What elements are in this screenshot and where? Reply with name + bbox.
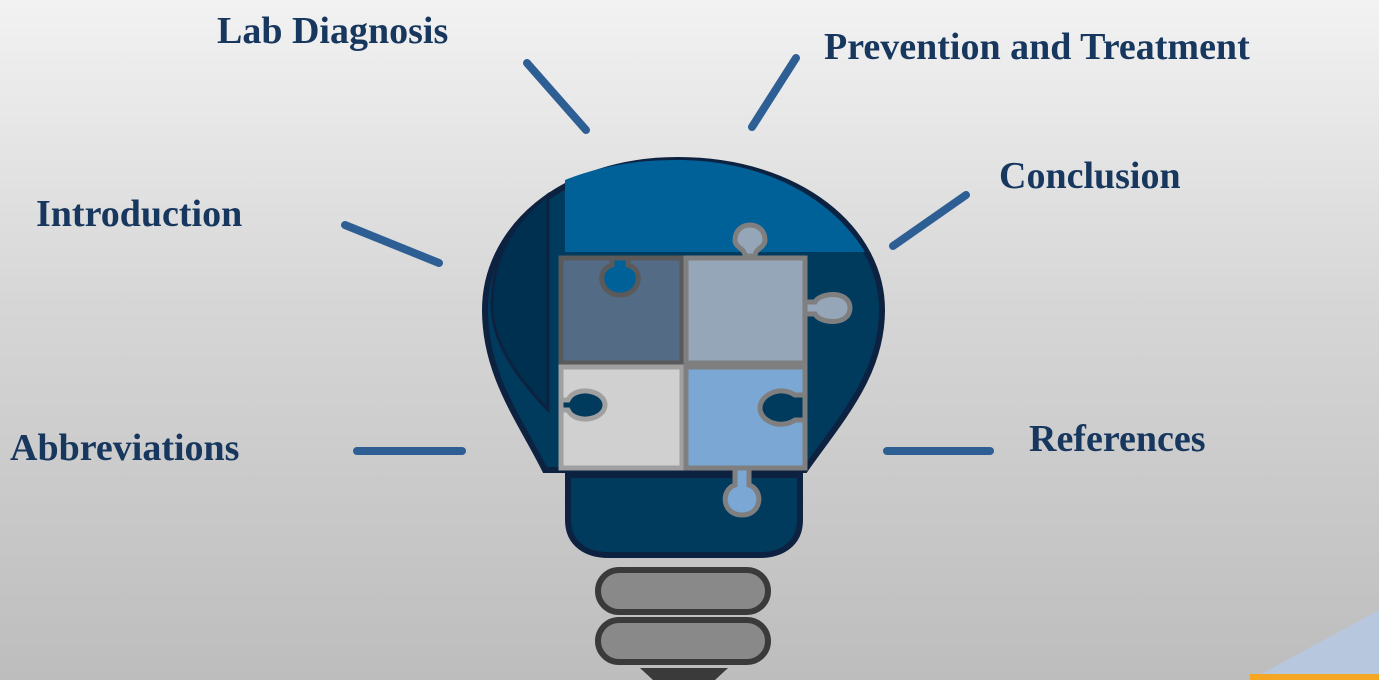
ray-lab-diagnosis	[523, 59, 590, 134]
puzzle	[558, 222, 853, 518]
bulb-top-section	[565, 160, 865, 252]
rays	[341, 54, 994, 455]
knob-blue-left	[757, 388, 808, 427]
label-references[interactable]: References	[1029, 418, 1206, 460]
puzzle-piece-gray	[683, 255, 808, 366]
knob-light	[558, 388, 608, 422]
label-lab-diagnosis[interactable]: Lab Diagnosis	[217, 10, 449, 52]
base-ring-1	[595, 567, 771, 615]
label-introduction[interactable]: Introduction	[36, 193, 243, 235]
knob-top	[732, 222, 768, 259]
knob-bottom	[722, 465, 762, 518]
corner-accent-stripe	[1250, 674, 1379, 680]
base-ring-2	[595, 617, 771, 665]
knob-right	[802, 292, 853, 324]
ray-conclusion	[889, 191, 970, 250]
bulb-neck	[565, 472, 803, 558]
label-abbreviations[interactable]: Abbreviations	[10, 427, 240, 469]
base-tip	[640, 668, 728, 680]
corner-accent	[1250, 610, 1379, 680]
ray-introduction	[341, 221, 443, 267]
knob-dark	[599, 255, 641, 298]
bulb-left-section	[490, 191, 550, 414]
ray-prevention	[748, 54, 800, 131]
bulb-base	[595, 567, 771, 680]
label-prevention-treatment[interactable]: Prevention and Treatment	[824, 26, 1250, 68]
label-conclusion[interactable]: Conclusion	[999, 155, 1181, 197]
